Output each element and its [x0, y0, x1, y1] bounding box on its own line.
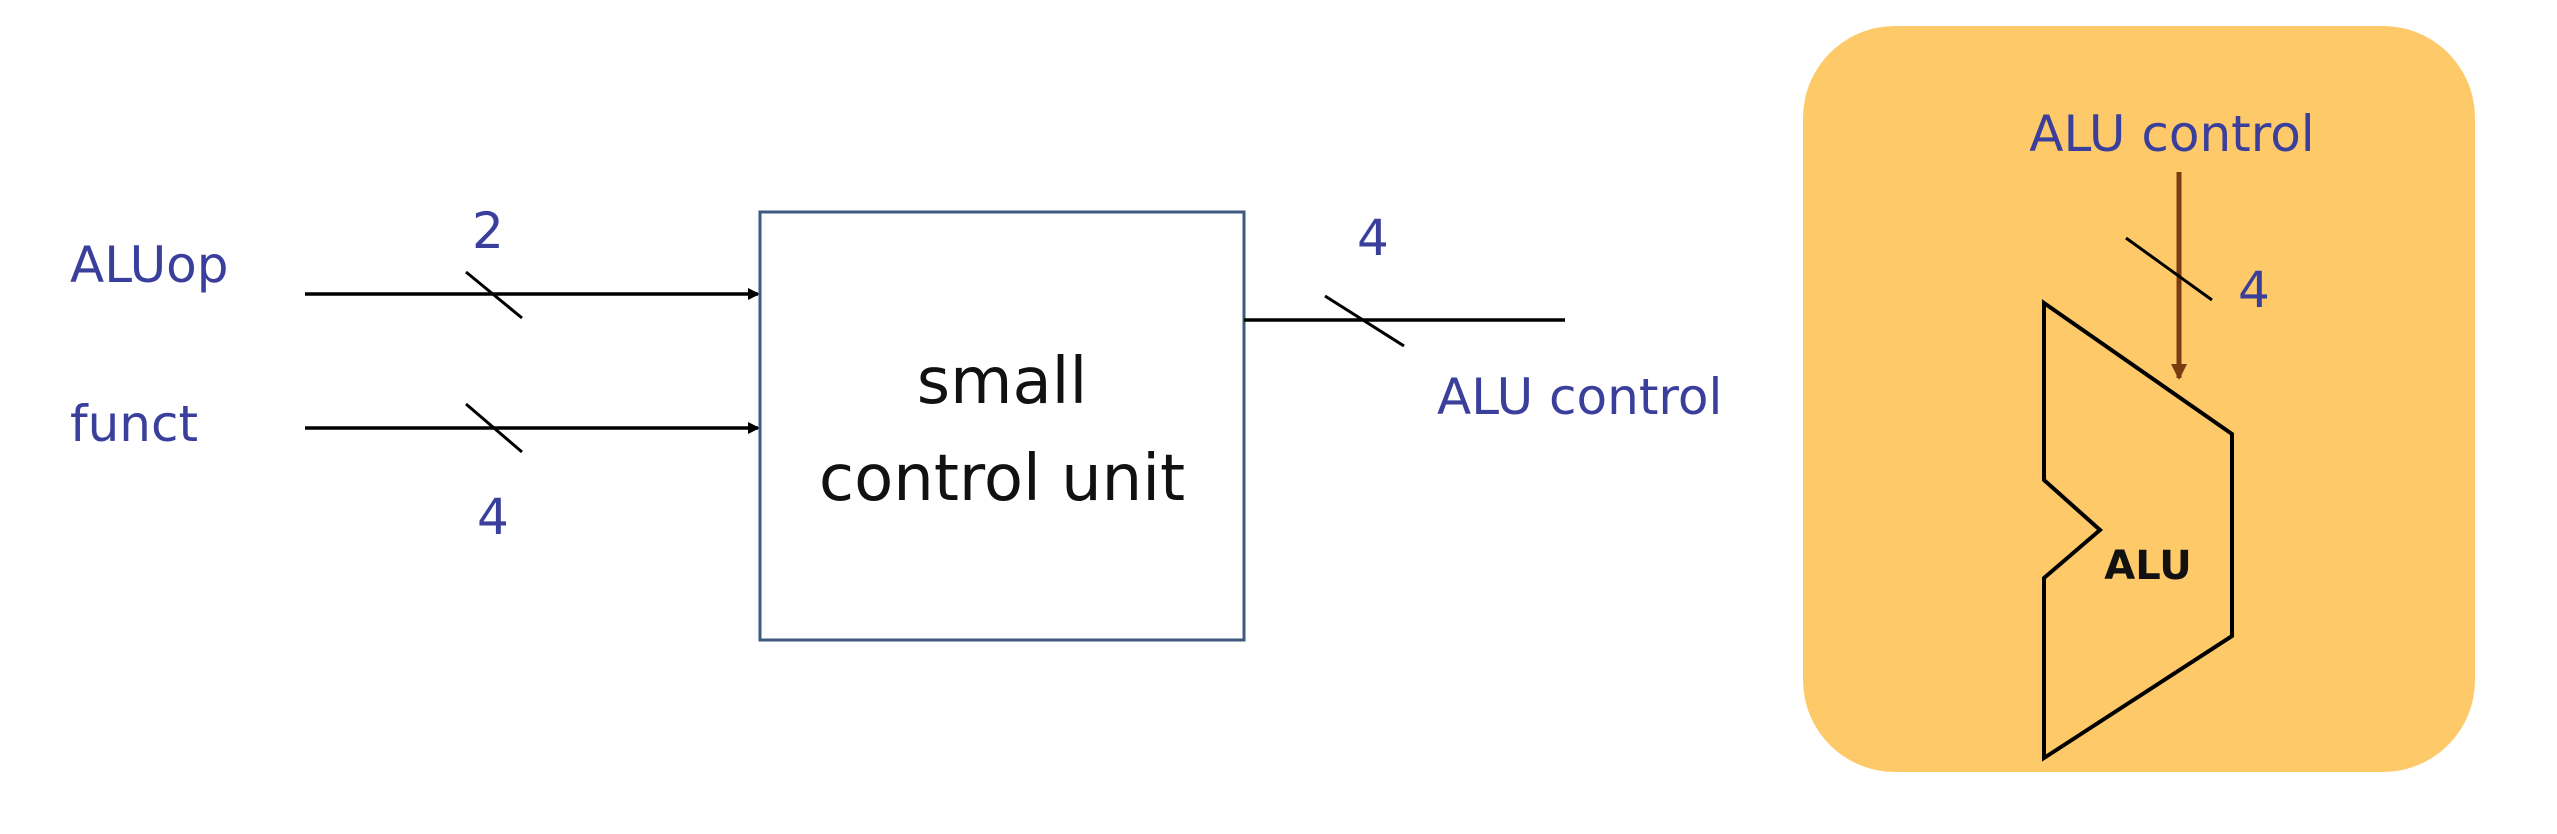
control-unit-label-line1: small: [917, 345, 1087, 419]
aluop-width-label: 2: [472, 202, 504, 260]
alu-control-width-label: 4: [1357, 209, 1389, 267]
alu-panel-background: [1803, 26, 2475, 772]
alu-panel-control-label: ALU control: [2029, 105, 2314, 163]
aluop-bus-tick: [465, 270, 523, 320]
alu-shape-label: ALU: [2104, 543, 2192, 589]
alu-control-bus-tick: [1324, 294, 1405, 348]
control-unit-section: ALUop 2 funct 4 small control unit 4 ALU…: [70, 202, 1722, 642]
alu-shape: [2042, 299, 2234, 762]
control-unit-label-line2: control unit: [819, 442, 1185, 516]
alu-panel-bus-tick: [2125, 236, 2213, 302]
funct-input-label: funct: [70, 395, 198, 453]
control-unit-box: [758, 210, 1246, 642]
alu-panel-width-label: 4: [2238, 261, 2270, 319]
alu-control-output-label: ALU control: [1437, 368, 1722, 426]
funct-width-label: 4: [477, 488, 509, 546]
alu-panel: ALU control 4 ALU: [1803, 26, 2475, 772]
aluop-input-label: ALUop: [70, 236, 229, 294]
funct-bus-tick: [465, 402, 523, 454]
